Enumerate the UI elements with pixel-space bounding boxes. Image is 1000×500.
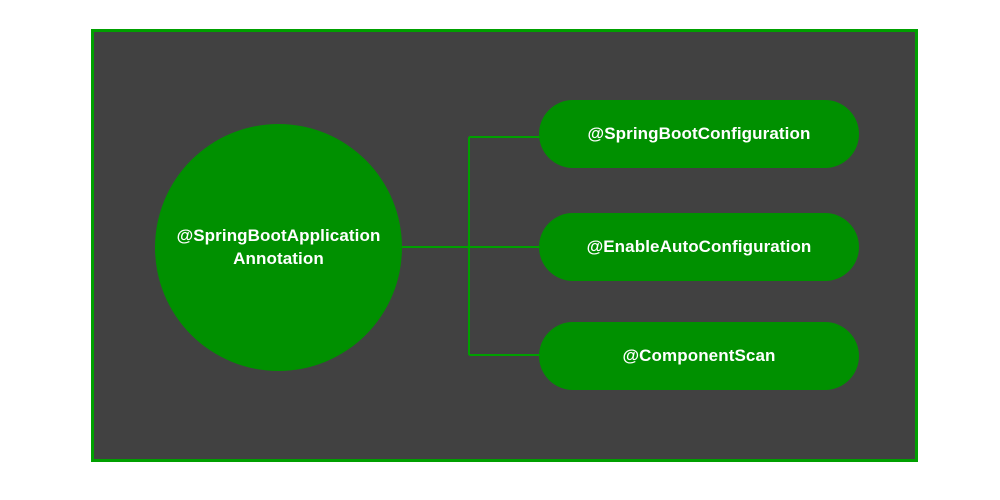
node-root-label: @SpringBootApplication Annotation [176, 225, 381, 268]
node-child-2-label: @ComponentScan [622, 346, 776, 365]
node-component-scan[interactable]: @ComponentScan [539, 322, 859, 390]
node-enable-auto-configuration[interactable]: @EnableAutoConfiguration [539, 213, 859, 281]
node-spring-boot-configuration[interactable]: @SpringBootConfiguration [539, 100, 859, 168]
node-child-1-label: @EnableAutoConfiguration [586, 237, 812, 256]
node-root-spring-boot-application[interactable]: @SpringBootApplication Annotation [155, 124, 402, 371]
node-child-0-label: @SpringBootConfiguration [587, 124, 811, 143]
